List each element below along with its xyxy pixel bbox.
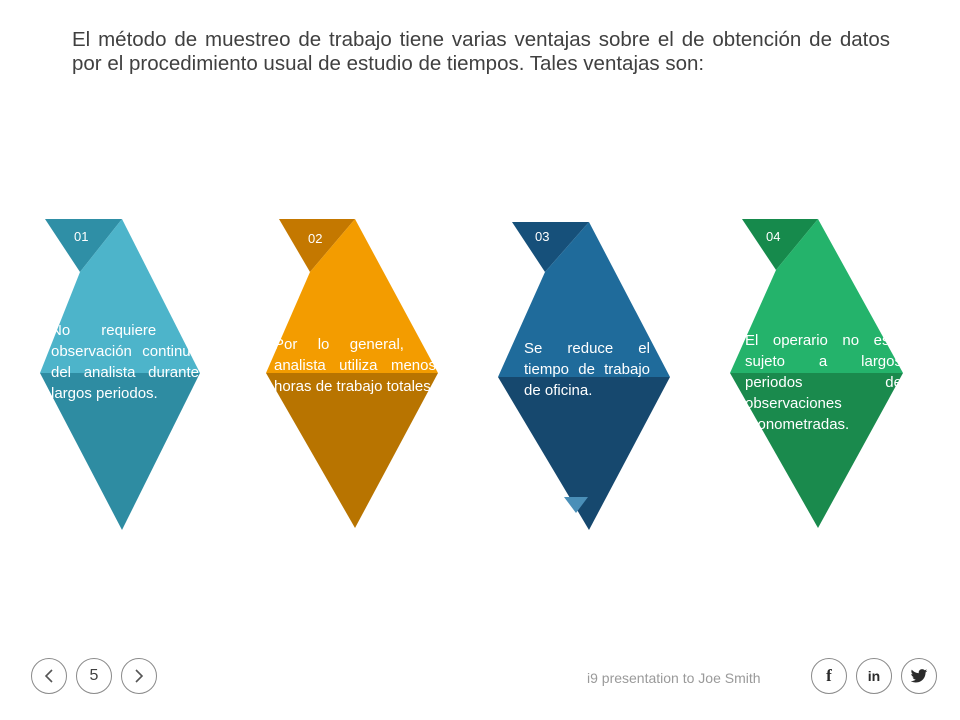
- diamond-2-upper: [266, 219, 438, 373]
- diamond-4-lower: [730, 373, 903, 528]
- facebook-button[interactable]: f: [811, 658, 847, 694]
- diamond-3-arrow: [564, 497, 588, 513]
- diamond-4-tab: [742, 219, 818, 270]
- item-2-text: Por lo general, el analista utiliza meno…: [274, 336, 436, 395]
- diamond-item-3: [498, 222, 670, 530]
- item-4-number: 04: [766, 229, 781, 244]
- twitter-icon: [910, 668, 928, 682]
- page-heading: El método de muestreo de trabajo tiene v…: [72, 28, 890, 75]
- diamond-1-upper: [40, 219, 200, 373]
- diamond-item-2: [266, 219, 438, 528]
- item-1-text: No requiere la observación continua del …: [51, 322, 199, 402]
- diamond-3-upper: [498, 222, 670, 377]
- diamond-3-tab: [512, 222, 589, 272]
- chevron-left-icon: [44, 669, 53, 683]
- item-2-number: 02: [308, 231, 323, 246]
- diamond-item-4: [730, 219, 903, 528]
- next-slide-button[interactable]: [121, 658, 157, 694]
- diamond-3-lower: [498, 377, 670, 530]
- item-1-number: 01: [74, 229, 89, 244]
- item-3-number: 03: [535, 229, 550, 244]
- diamond-4-upper: [730, 219, 903, 373]
- linkedin-icon: in: [867, 668, 881, 684]
- diamond-1-lower: [40, 373, 200, 530]
- twitter-button[interactable]: [901, 658, 937, 694]
- diamond-2-tab: [279, 219, 355, 272]
- previous-slide-button[interactable]: [31, 658, 67, 694]
- presentation-credit: i9 presentation to Joe Smith: [587, 670, 761, 686]
- linkedin-button[interactable]: in: [856, 658, 892, 694]
- diamond-item-1: [40, 219, 200, 530]
- item-4-text: El operario no está sujeto a largos peri…: [745, 332, 902, 433]
- facebook-icon: f: [826, 666, 832, 685]
- page-number-label: 5: [89, 667, 99, 684]
- diamond-2-lower: [266, 373, 438, 528]
- page-number: 5: [76, 658, 112, 694]
- chevron-right-icon: [135, 669, 144, 683]
- diamond-1-tab: [45, 219, 122, 272]
- item-3-text: Se reduce el tiempo de trabajo de oficin…: [524, 340, 650, 399]
